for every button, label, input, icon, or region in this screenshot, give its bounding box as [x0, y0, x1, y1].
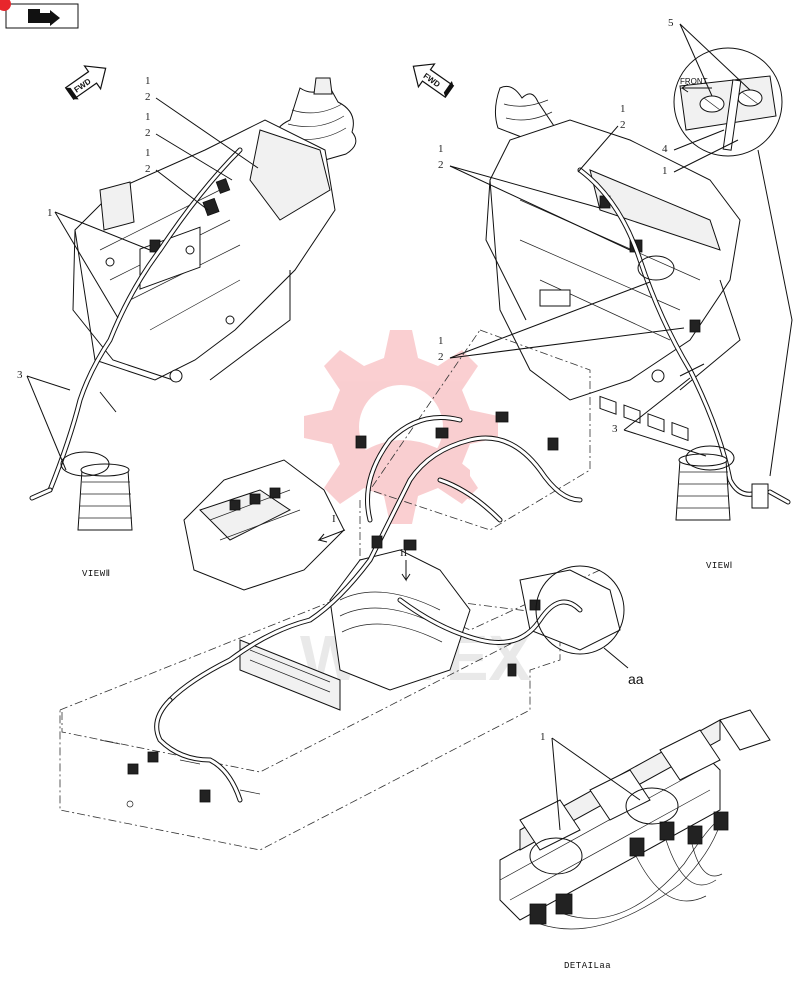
fwd-arrow-left: FWD — [64, 65, 107, 101]
callout-label: 1 — [145, 75, 151, 87]
inset-front-label: FRONT — [680, 77, 708, 86]
callout-label: 2 — [620, 119, 626, 131]
connector-row — [599, 395, 689, 442]
detail-ref-label: aa — [628, 671, 644, 687]
callout-label: 1 — [438, 143, 444, 155]
view-ii-caption: VIEWⅡ — [82, 569, 111, 579]
red-marker-icon — [0, 0, 11, 11]
detail-callouts: 1 — [540, 731, 641, 831]
view-arrow-labels: I II — [332, 513, 408, 559]
callout-label: 1 — [145, 111, 151, 123]
view-i-caption: VIEWⅠ — [706, 561, 733, 571]
callout-label: 3 — [612, 423, 618, 435]
callout-label: 5 — [668, 17, 674, 29]
corner-badge[interactable] — [0, 0, 79, 29]
callout-label: 2 — [438, 351, 444, 363]
return-arrow-icon — [28, 9, 60, 26]
callout-label: 1 — [620, 103, 626, 115]
callout-label: 1 — [47, 207, 53, 219]
inset-detail-circle: FRONT — [673, 47, 793, 477]
detail-caption: DETAILaa — [564, 961, 611, 971]
arrow-mark: I — [332, 513, 336, 525]
rubber-boot — [675, 453, 731, 521]
connector-row — [529, 811, 729, 925]
view-ii-callouts: 1 2 1 2 1 2 1 3 — [17, 75, 259, 471]
callout-label: 1 — [145, 147, 151, 159]
callout-label: 1 — [540, 731, 546, 743]
callout-label: 2 — [438, 159, 444, 171]
detail-aa-drawing — [499, 709, 771, 930]
inset-callouts: 5 4 1 — [662, 17, 751, 177]
callout-label: 2 — [145, 127, 151, 139]
view-i-callouts: 1 2 1 2 1 2 3 — [438, 103, 707, 457]
fwd-arrow-right: FWD — [412, 63, 455, 99]
callout-label: 2 — [145, 91, 151, 103]
callout-label: 4 — [662, 143, 668, 155]
callout-label: 1 — [662, 165, 668, 177]
rubber-boot — [77, 463, 133, 531]
detail-aa-circle — [535, 565, 625, 655]
arrow-mark: II — [400, 547, 408, 559]
callout-label: 3 — [17, 369, 23, 381]
callout-label: 2 — [145, 163, 151, 175]
callout-label: 1 — [438, 335, 444, 347]
main-assembly — [59, 329, 629, 851]
view-ii-console — [29, 77, 357, 531]
view-i-console — [485, 85, 791, 521]
